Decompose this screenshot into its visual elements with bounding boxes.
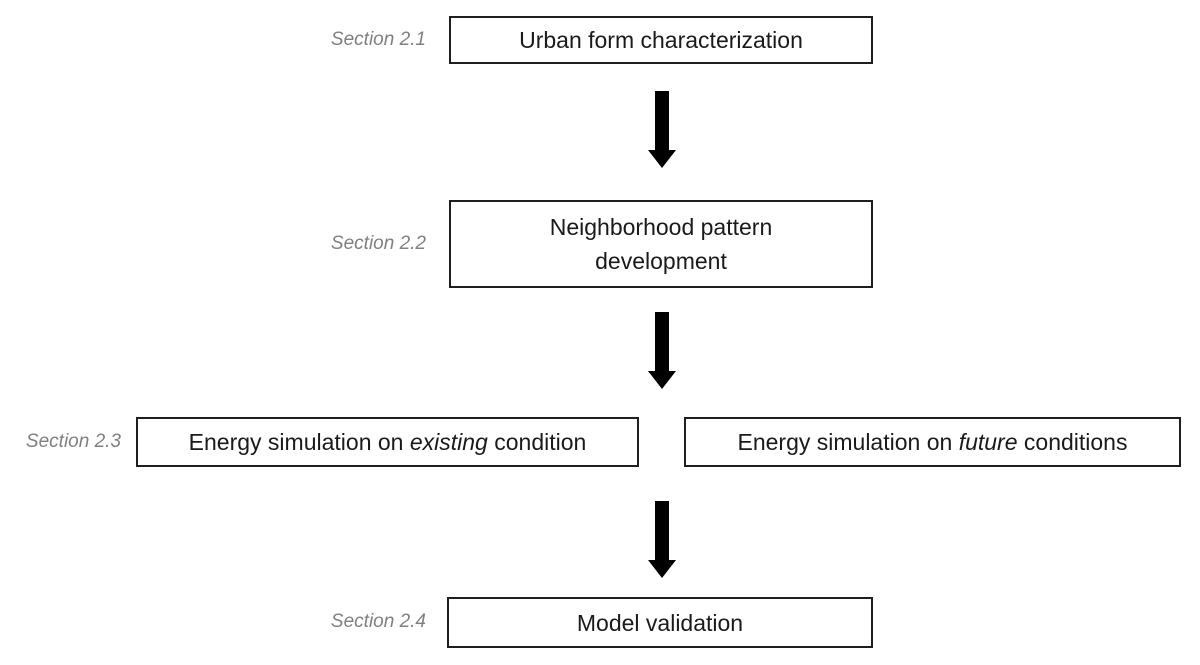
section-label-2-2: Section 2.2: [330, 233, 426, 254]
process-box-label: Urban form characterization: [519, 27, 803, 53]
process-box-label: Energy simulation on existing condition: [189, 425, 587, 459]
label-prefix: Energy simulation on: [188, 429, 410, 455]
process-box-energy-simulation-existing: Energy simulation on existing condition: [136, 417, 639, 467]
label-suffix: conditions: [1017, 429, 1128, 455]
label-prefix: Energy simulation on: [737, 429, 959, 455]
process-box-neighborhood-pattern-development: Neighborhood pattern development: [449, 200, 873, 288]
process-box-urban-form-characterization: Urban form characterization: [449, 16, 873, 64]
section-label-2-1: Section 2.1: [330, 29, 426, 50]
label-suffix: condition: [487, 429, 587, 455]
process-box-label: Energy simulation on future conditions: [738, 425, 1128, 459]
process-box-label-line1: Neighborhood pattern: [549, 214, 773, 240]
section-label-2-3: Section 2.3: [25, 431, 121, 452]
down-arrow-icon: [648, 91, 676, 168]
down-arrow-icon: [648, 501, 676, 578]
label-emphasis: future: [958, 429, 1018, 455]
process-box-label: Model validation: [576, 609, 744, 636]
label-emphasis: existing: [409, 429, 488, 455]
section-label-2-4: Section 2.4: [330, 611, 426, 632]
process-box-model-validation: Model validation: [447, 597, 873, 648]
process-box-energy-simulation-future: Energy simulation on future conditions: [684, 417, 1181, 467]
down-arrow-icon: [648, 312, 676, 389]
process-box-label-line2: development: [595, 248, 727, 274]
